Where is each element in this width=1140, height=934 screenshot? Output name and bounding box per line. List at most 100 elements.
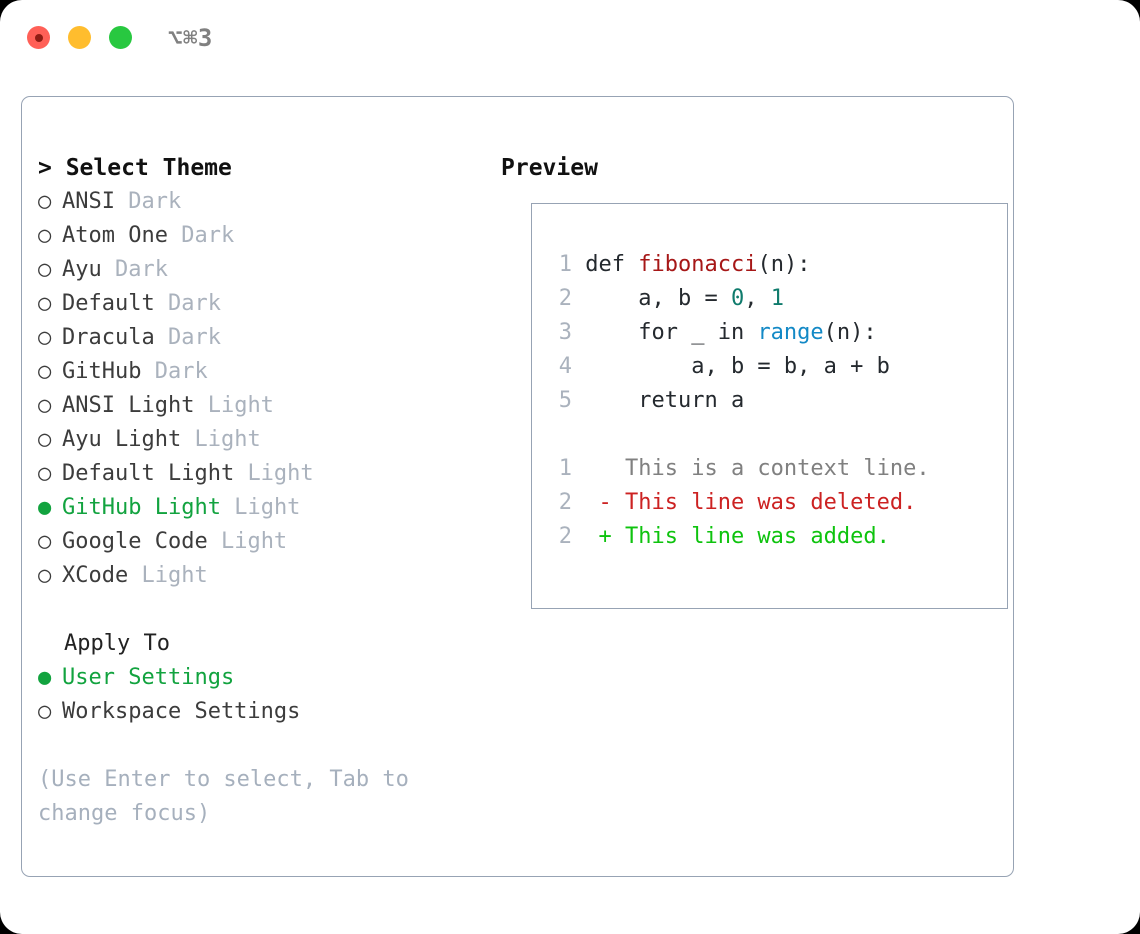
select-theme-heading-label: Select Theme bbox=[65, 155, 232, 181]
code-diff-separator bbox=[548, 418, 930, 452]
radio-unselected-icon: ○ bbox=[38, 189, 52, 214]
theme-kind-badge: Dark bbox=[115, 257, 168, 282]
code-token: for _ in bbox=[572, 320, 758, 345]
code-line: 5 return a bbox=[548, 384, 930, 418]
theme-list-item[interactable]: ● GitHub Light Light bbox=[38, 491, 488, 525]
diff-line: 2 - This line was deleted. bbox=[548, 486, 930, 520]
radio-unselected-icon: ○ bbox=[38, 359, 52, 384]
theme-list-item[interactable]: ○ Google Code Light bbox=[38, 525, 488, 559]
theme-list-item[interactable]: ○ Ayu Dark bbox=[38, 253, 488, 287]
theme-kind-badge: Dark bbox=[128, 189, 182, 214]
code-token: (n): bbox=[757, 252, 811, 277]
code-line: 2 a, b = 0, 1 bbox=[548, 282, 930, 316]
theme-name-label: Google Code bbox=[62, 529, 208, 554]
theme-kind-badge: Light bbox=[141, 563, 208, 588]
line-number: 3 bbox=[558, 320, 572, 345]
theme-name-label: ANSI bbox=[62, 189, 115, 214]
code-token: (n): bbox=[823, 320, 877, 345]
radio-unselected-icon: ○ bbox=[38, 291, 52, 316]
theme-kind-badge: Light bbox=[234, 495, 301, 520]
theme-kind-badge: Light bbox=[220, 529, 288, 554]
diff-line-text: + This line was added. bbox=[572, 524, 890, 549]
theme-kind-badge: Light bbox=[247, 461, 314, 486]
preview-column: Preview 1 def fibonacci(n):2 a, b = 0, 1… bbox=[501, 151, 1008, 609]
apply-to-option[interactable]: ● User Settings bbox=[38, 661, 488, 695]
radio-unselected-icon: ○ bbox=[38, 325, 52, 350]
line-number: 2 bbox=[558, 286, 572, 311]
minimize-button[interactable] bbox=[68, 26, 91, 49]
keyboard-shortcut-label: ⌥⌘3 bbox=[168, 24, 213, 52]
theme-name-label: Default bbox=[62, 291, 155, 316]
theme-picker-panel: > Select Theme ○ANSI Dark○Atom One Dark○… bbox=[21, 96, 1014, 877]
theme-name-label: Ayu bbox=[62, 257, 102, 282]
code-token: range bbox=[757, 320, 824, 345]
theme-list-item[interactable]: ○ XCode Light bbox=[38, 559, 488, 593]
line-number: 4 bbox=[558, 354, 572, 379]
theme-list-item[interactable]: ○ ANSI Dark bbox=[38, 185, 488, 219]
window-controls bbox=[27, 26, 132, 49]
radio-unselected-icon: ○ bbox=[38, 529, 52, 554]
theme-kind-badge: Dark bbox=[181, 223, 235, 248]
line-number: 5 bbox=[558, 388, 572, 413]
theme-name-label: Default Light bbox=[62, 461, 235, 486]
prompt-caret-icon: > bbox=[38, 155, 66, 181]
theme-kind-badge: Light bbox=[194, 427, 261, 452]
diff-line-text: - This line was deleted. bbox=[572, 490, 917, 515]
radio-unselected-icon: ○ bbox=[38, 461, 52, 486]
apply-to-heading: Apply To bbox=[64, 631, 170, 656]
radio-unselected-icon: ○ bbox=[38, 427, 52, 452]
theme-name-label: ANSI Light bbox=[62, 393, 195, 418]
apply-to-options: ● User Settings ○ Workspace Settings bbox=[38, 661, 488, 729]
theme-kind-badge: Light bbox=[207, 393, 274, 418]
radio-unselected-icon: ○ bbox=[38, 257, 52, 282]
theme-list-item[interactable]: ○ Default Light Light bbox=[38, 457, 488, 491]
code-line: 1 def fibonacci(n): bbox=[548, 248, 930, 282]
theme-name-label: Atom One bbox=[62, 223, 168, 248]
theme-list-item[interactable]: ○ ANSI Light Light bbox=[38, 389, 488, 423]
radio-unselected-icon: ○ bbox=[38, 699, 52, 724]
radio-unselected-icon: ○ bbox=[38, 393, 52, 418]
theme-name-label: XCode bbox=[62, 563, 129, 588]
line-number: 2 bbox=[558, 524, 572, 549]
code-token: , bbox=[744, 286, 771, 311]
diff-line: 2 + This line was added. bbox=[548, 520, 930, 554]
theme-list-item[interactable]: ○ GitHub Dark bbox=[38, 355, 488, 389]
keyboard-hint-text: (Use Enter to select, Tab to change focu… bbox=[38, 767, 409, 826]
theme-list: ○ANSI Dark○Atom One Dark○Ayu Dark○Defaul… bbox=[38, 185, 488, 593]
theme-selection-column: > Select Theme ○ANSI Dark○Atom One Dark○… bbox=[38, 151, 488, 831]
apply-to-option[interactable]: ○ Workspace Settings bbox=[38, 695, 488, 729]
theme-list-item[interactable]: ○Ayu Light Light bbox=[38, 423, 488, 457]
radio-unselected-icon: ○ bbox=[38, 563, 52, 588]
code-token: fibonacci bbox=[638, 252, 758, 277]
theme-kind-badge: Dark bbox=[167, 291, 221, 316]
theme-name-label: GitHub bbox=[62, 359, 142, 384]
code-token: a, b = bbox=[572, 286, 731, 311]
diff-line-text: This is a context line. bbox=[572, 456, 930, 481]
select-theme-heading: > Select Theme bbox=[38, 151, 488, 185]
theme-list-item[interactable]: ○Atom One Dark bbox=[38, 219, 488, 253]
theme-name-label: GitHub Light bbox=[62, 495, 221, 520]
code-line: 4 a, b = b, a + b bbox=[548, 350, 930, 384]
apply-to-option-label: Workspace Settings bbox=[62, 699, 301, 724]
code-token: 1 bbox=[770, 286, 784, 311]
close-button[interactable] bbox=[27, 26, 50, 49]
code-token: def bbox=[572, 252, 639, 277]
theme-name-label: Dracula bbox=[62, 325, 155, 350]
theme-list-item[interactable]: ○ Dracula Dark bbox=[38, 321, 488, 355]
title-bar: ⌥⌘3 bbox=[0, 0, 1140, 78]
apply-to-option-label: User Settings bbox=[62, 665, 235, 690]
theme-kind-badge: Dark bbox=[154, 359, 208, 384]
radio-selected-icon: ● bbox=[38, 665, 52, 690]
zoom-button[interactable] bbox=[109, 26, 132, 49]
theme-kind-badge: Dark bbox=[167, 325, 221, 350]
line-number: 1 bbox=[558, 252, 572, 277]
line-number: 1 bbox=[558, 456, 572, 481]
theme-list-item[interactable]: ○ Default Dark bbox=[38, 287, 488, 321]
code-token: 0 bbox=[730, 286, 745, 311]
code-token: return a bbox=[572, 388, 745, 413]
radio-selected-icon: ● bbox=[38, 495, 52, 520]
spacer bbox=[38, 593, 488, 627]
